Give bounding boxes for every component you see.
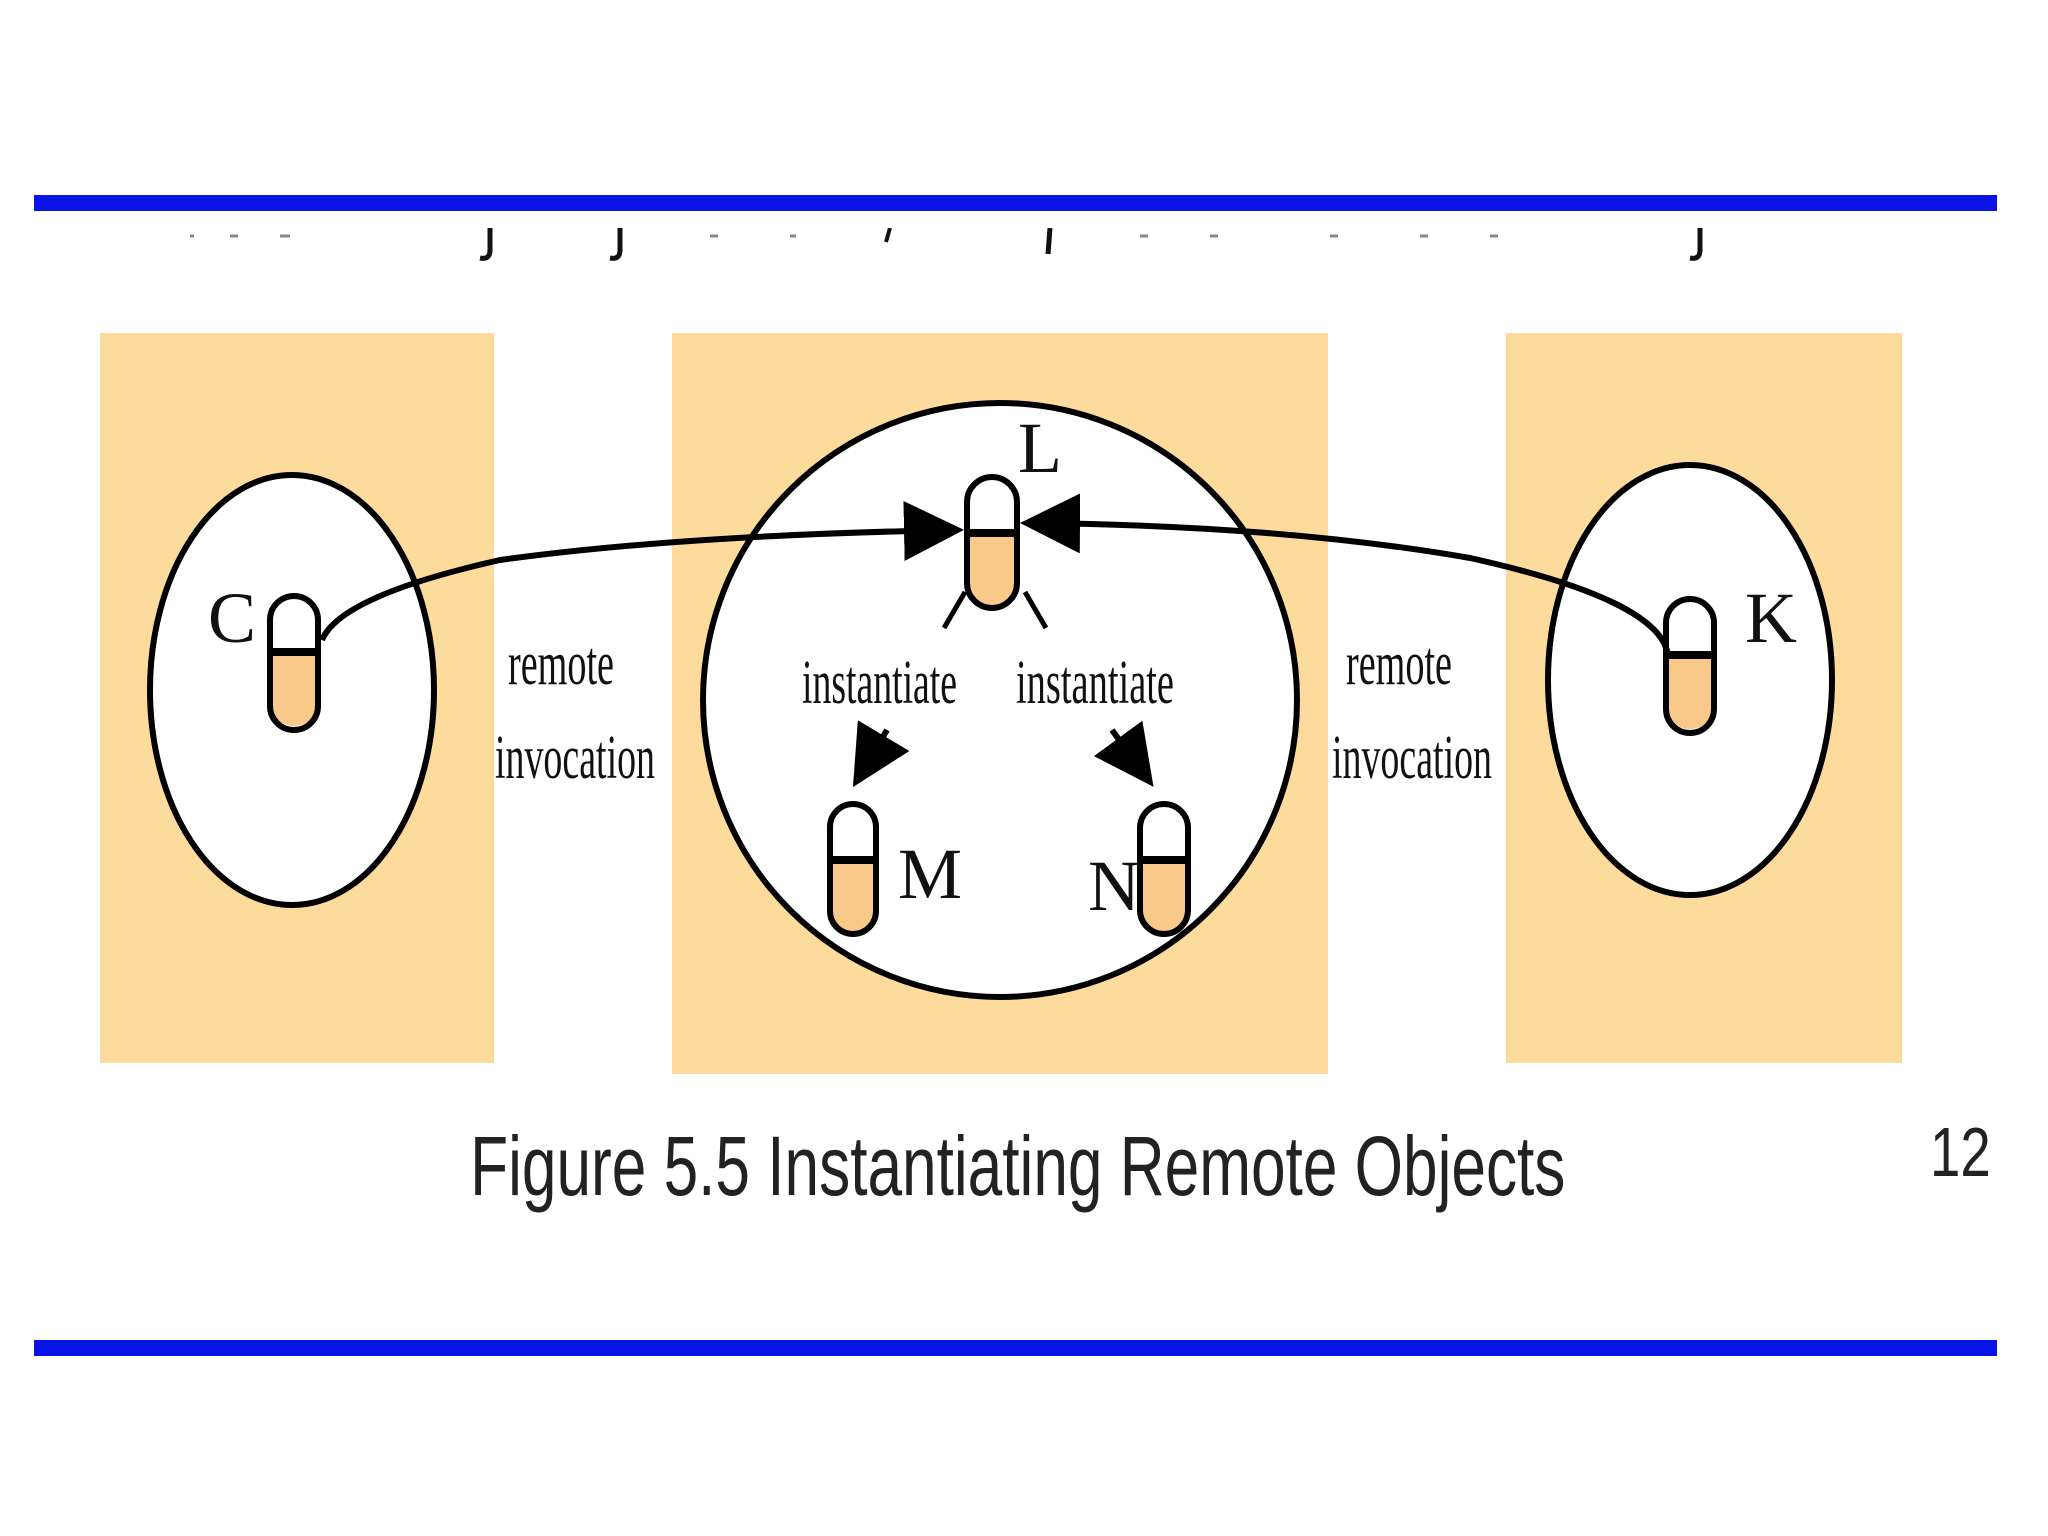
right-remote-label: remote [1346, 630, 1452, 698]
bottom-rule [34, 1340, 1997, 1356]
object-label-l: L [1018, 408, 1062, 488]
object-label-m: M [898, 834, 962, 914]
object-k [1663, 596, 1717, 736]
instantiate-arrow-to-n [1093, 720, 1154, 787]
left-remote-label: remote [508, 630, 614, 698]
remote-invocation-arrow-left [319, 500, 964, 642]
object-c [267, 593, 321, 733]
left-invocation-label: invocation [495, 724, 655, 792]
instantiate-arrow-to-m [852, 720, 910, 788]
right-invocation-label: invocation [1332, 724, 1492, 792]
middle-process-circle [700, 400, 1300, 1000]
object-label-c: C [208, 578, 256, 658]
object-label-n: N [1088, 846, 1140, 926]
instantiate-right-label: instantiate [1016, 649, 1174, 717]
instantiate-left-label: instantiate [802, 649, 957, 717]
object-l-leg-right [1022, 590, 1049, 630]
object-label-k: K [1745, 578, 1797, 658]
object-n [1137, 801, 1191, 937]
object-l [964, 474, 1020, 611]
clipped-text-fragment [190, 228, 1703, 261]
object-l-leg-left [941, 590, 968, 630]
top-rule [34, 195, 1997, 211]
page-number: 12 [1930, 1113, 1991, 1191]
object-m [827, 801, 879, 937]
remote-invocation-arrow-right [1020, 493, 1671, 656]
figure-caption: Figure 5.5 Instantiating Remote Objects [470, 1119, 1566, 1213]
